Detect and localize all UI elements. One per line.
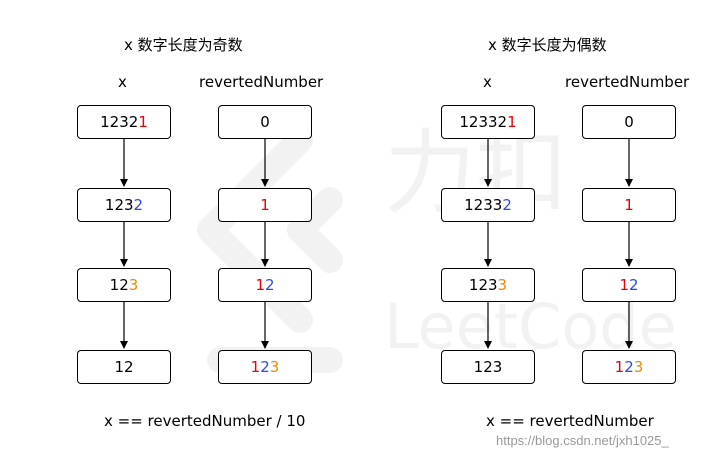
column-label-reverted: revertedNumber	[199, 73, 324, 91]
x-box: 12321	[77, 105, 171, 139]
digit-segment: 12	[114, 358, 134, 376]
digit-segment: 2	[624, 358, 634, 376]
digit-segment: 2	[133, 196, 144, 214]
column-label-reverted: revertedNumber	[565, 73, 690, 91]
x-box: 1232	[77, 188, 171, 222]
digit-segment: 1	[614, 358, 625, 376]
digit-segment: 1232	[100, 113, 139, 131]
leetcode-logo-icon	[197, 127, 343, 373]
digit-segment: 1	[624, 196, 634, 214]
x-box: 12332	[441, 188, 535, 222]
digit-segment: 0	[260, 113, 270, 131]
x-box: 1233	[441, 268, 535, 302]
reverted-box: 123	[218, 350, 312, 384]
source-url: https://blog.csdn.net/jxh1025_	[496, 433, 669, 448]
digit-segment: 2	[629, 276, 639, 294]
digit-segment: 3	[633, 358, 644, 376]
reverted-box: 12	[218, 268, 312, 302]
digit-segment: 3	[128, 276, 139, 294]
digit-segment: 3	[497, 276, 508, 294]
digit-segment: 1233	[464, 196, 503, 214]
digit-segment: 123	[473, 358, 503, 376]
digit-segment: 1	[250, 358, 261, 376]
reverted-box: 1	[582, 188, 676, 222]
digit-segment: 1	[507, 113, 517, 131]
reverted-box: 0	[582, 105, 676, 139]
digit-segment: 2	[502, 196, 512, 214]
panel-footer: x == revertedNumber	[486, 412, 654, 430]
reverted-box: 0	[218, 105, 312, 139]
x-box: 12	[77, 350, 171, 384]
digit-segment: 12332	[459, 113, 508, 131]
digit-segment: 0	[624, 113, 634, 131]
column-label-x: x	[118, 73, 127, 91]
reverted-box: 1	[218, 188, 312, 222]
reverted-box: 12	[582, 268, 676, 302]
digit-segment: 1	[619, 276, 629, 294]
reverted-box: 123	[582, 350, 676, 384]
panel-title: x 数字长度为偶数	[488, 36, 607, 54]
x-box: 123321	[441, 105, 535, 139]
panel-title: x 数字长度为奇数	[124, 36, 243, 54]
digit-segment: 2	[260, 358, 270, 376]
x-box: 123	[77, 268, 171, 302]
digit-segment: 12	[109, 276, 129, 294]
x-box: 123	[441, 350, 535, 384]
digit-segment: 2	[265, 276, 275, 294]
digit-segment: 123	[468, 276, 498, 294]
digit-segment: 123	[104, 196, 134, 214]
digit-segment: 1	[138, 113, 148, 131]
digit-segment: 1	[260, 196, 270, 214]
digit-segment: 1	[255, 276, 265, 294]
panel-footer: x == revertedNumber / 10	[104, 412, 306, 430]
column-label-x: x	[483, 73, 492, 91]
digit-segment: 3	[269, 358, 280, 376]
